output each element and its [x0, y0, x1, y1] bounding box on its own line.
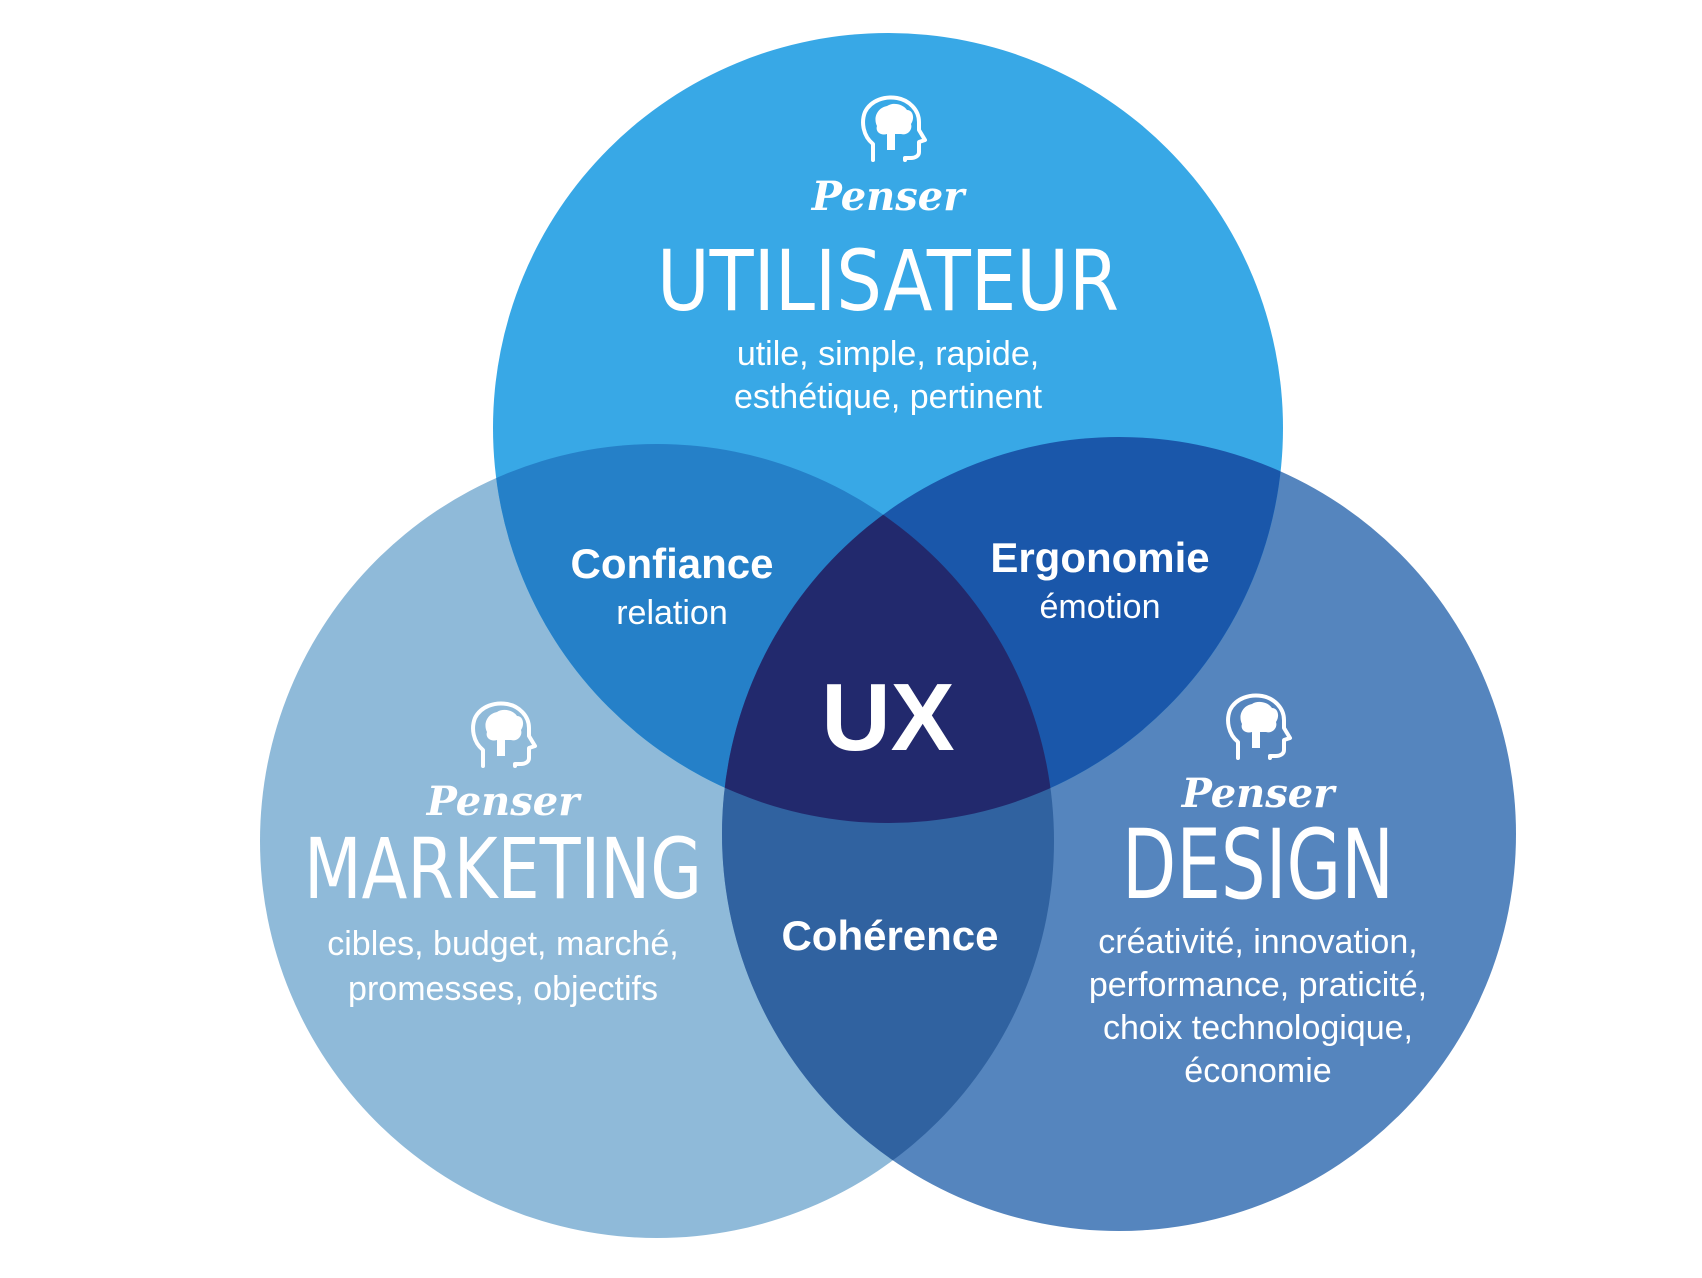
center-ux-label: UX [821, 664, 954, 771]
utilisateur-desc-line2: esthétique, pertinent [734, 378, 1043, 416]
marketing-prefix: Penser [426, 778, 583, 825]
utilisateur-title: UTILISATEUR [657, 232, 1119, 330]
design-desc-line1: créativité, innovation, [1098, 923, 1417, 961]
design-desc-line2: performance, praticité, [1089, 966, 1427, 1004]
utilisateur-prefix: Penser [811, 173, 968, 220]
design-desc-line4: économie [1184, 1052, 1331, 1090]
intersection-confiance-title: Confiance [570, 540, 773, 587]
utilisateur-desc-line1: utile, simple, rapide, [737, 335, 1039, 373]
design-title: DESIGN [1122, 809, 1394, 921]
intersection-ergonomie-sub: émotion [1040, 588, 1161, 626]
intersection-ergonomie-title: Ergonomie [990, 534, 1209, 581]
intersection-coherence-title: Cohérence [781, 912, 998, 959]
overlap-center [722, 444, 1054, 823]
intersection-confiance-sub: relation [616, 594, 728, 632]
design-prefix: Penser [1181, 770, 1338, 817]
design-desc-line3: choix technologique, [1103, 1009, 1413, 1047]
marketing-title: MARKETING [304, 820, 702, 918]
marketing-desc-line2: promesses, objectifs [348, 970, 658, 1008]
marketing-desc-line1: cibles, budget, marché, [327, 925, 679, 963]
